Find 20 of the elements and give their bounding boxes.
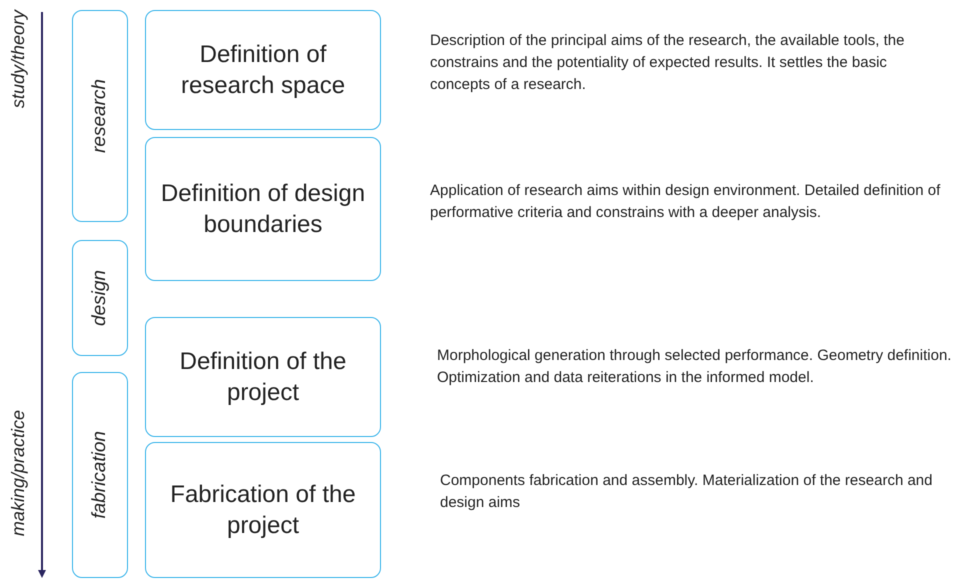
- step-title: Definition of research space: [180, 40, 346, 101]
- description-text: Components fabrication and assembly. Materialization of the research and design aims: [440, 471, 934, 513]
- axis-label: making/practice: [8, 410, 29, 536]
- phase-label: fabrication: [89, 431, 111, 519]
- step-box: [145, 442, 381, 578]
- step-box: [145, 10, 381, 130]
- description-text: Description of the principal aims of the research, the available tools, the constrains and the potentiality of expected results. It settles the basic concepts of a research.: [430, 31, 906, 94]
- phase-box: [72, 240, 128, 356]
- step-title: Definition of the project: [178, 346, 348, 408]
- step-title: Fabrication of the project: [169, 480, 357, 541]
- axis-label: study/theory: [8, 10, 29, 108]
- phase-label: research: [89, 79, 111, 153]
- step-title: Definition of design boundaries: [160, 178, 366, 240]
- step-box: [145, 137, 381, 281]
- description-text: Application of research aims within design environment. Detailed definition of performative criteria and constrains with a deeper analysis.: [430, 181, 942, 223]
- phase-box: [72, 10, 128, 222]
- step-box: [145, 317, 381, 437]
- phase-box: [72, 372, 128, 578]
- description-text: Morphological generation through selected performance. Geometry definition. Optimization and data reiterations in the informed model.: [437, 346, 952, 388]
- phase-label: design: [89, 270, 111, 326]
